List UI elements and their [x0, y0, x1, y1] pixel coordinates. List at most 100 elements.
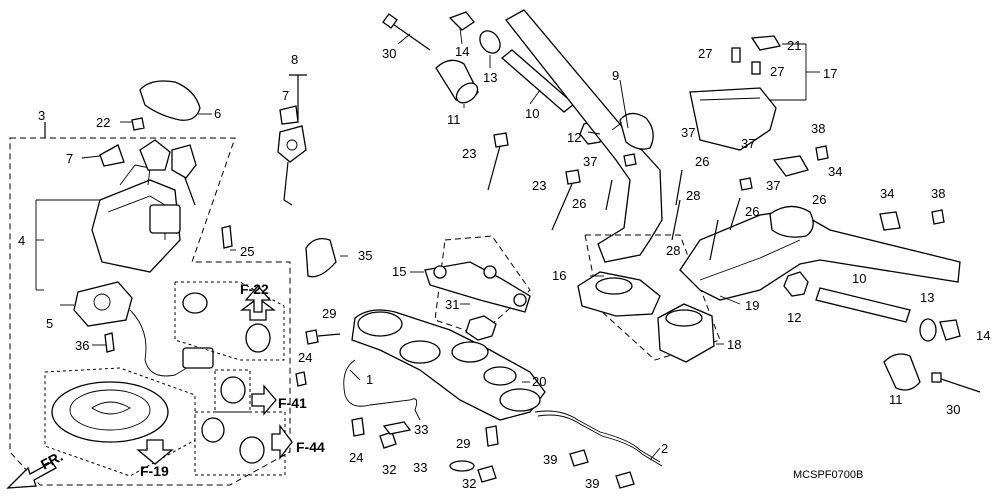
callout-12: 12	[787, 310, 801, 325]
callout-34: 34	[880, 186, 894, 201]
callout-24: 24	[349, 450, 363, 465]
switch-cover	[73, 281, 214, 377]
leader-lines	[35, 27, 820, 461]
callout-26: 26	[745, 204, 759, 219]
callout-10: 10	[525, 106, 539, 121]
bolt-29a	[305, 329, 319, 345]
callout-27: 27	[698, 46, 712, 61]
collar-14b	[939, 319, 961, 341]
bolt-24	[295, 371, 307, 387]
callout-13: 13	[920, 290, 934, 305]
callout-30: 30	[946, 402, 960, 417]
top-bridge	[424, 235, 531, 336]
wire-1	[343, 359, 421, 421]
callout-13: 13	[483, 70, 497, 85]
bolt-25	[221, 225, 233, 249]
callout-2: 2	[661, 441, 668, 456]
handlebar-holders	[577, 234, 721, 363]
callout-23: 23	[462, 146, 476, 161]
collar-14	[448, 11, 475, 31]
nut-32a	[379, 431, 397, 449]
callout-23: 23	[532, 178, 546, 193]
callout-38: 38	[811, 121, 825, 136]
lock-cylinder-box-f44	[194, 411, 293, 476]
f22-arrow	[244, 285, 272, 313]
callout-6: 6	[214, 106, 221, 121]
callout-32: 32	[462, 476, 476, 491]
f19-arrow	[136, 439, 174, 465]
callout-35: 35	[358, 248, 372, 263]
left-handlebar	[505, 9, 663, 263]
right-handlebar	[679, 205, 961, 301]
callout-11: 11	[447, 112, 461, 127]
right-small-parts	[605, 145, 945, 261]
key-cylinder-ring	[139, 80, 201, 121]
callout-37: 37	[741, 136, 755, 151]
callout-28: 28	[666, 243, 680, 258]
callout-22: 22	[96, 115, 110, 130]
clip-39b	[615, 471, 635, 489]
wire-2	[534, 410, 661, 463]
bar-end-bolt-30	[389, 21, 431, 51]
callout-18: 18	[727, 337, 741, 352]
callout-3: 3	[38, 108, 45, 123]
callout-5: 5	[46, 316, 53, 331]
callout-37: 37	[766, 178, 780, 193]
lock-cylinder-box-f22	[174, 281, 285, 361]
callout-26: 26	[572, 196, 586, 211]
callout-24: 24	[298, 350, 312, 365]
bar-end-weight-11b	[883, 353, 921, 391]
callout-14: 14	[976, 328, 990, 343]
upper-holder-left	[689, 35, 782, 151]
reference-labels: F-22 F-41 F-44 F-19 FR. MCSPF0700B	[38, 281, 863, 481]
fuel-cap	[44, 367, 196, 477]
callout-20: 20	[532, 374, 546, 389]
ignition-switch-group	[6, 74, 307, 489]
callout-33: 33	[413, 460, 427, 475]
bar-end-bolt-30b	[937, 377, 981, 393]
callout-26: 26	[812, 192, 826, 207]
bolt-24b	[351, 417, 365, 437]
callout-26: 26	[695, 154, 709, 169]
callout-31: 31	[445, 297, 459, 312]
ref-f41: F-41	[278, 395, 307, 411]
callout-32: 32	[382, 462, 396, 477]
diagram-code: MCSPF0700B	[793, 469, 863, 481]
callout-8: 8	[291, 52, 298, 67]
bolt-29b	[485, 425, 499, 447]
callout-1: 1	[366, 372, 373, 387]
bolts-23	[487, 132, 581, 231]
callout-29: 29	[456, 436, 470, 451]
ignition-switch-body	[91, 164, 181, 273]
ref-f44: F-44	[296, 439, 325, 455]
washer-33a	[382, 421, 412, 435]
callout-37: 37	[681, 125, 695, 140]
callout-17: 17	[823, 66, 837, 81]
callout-labels: 30 14 13 11 10 12 9 27 27 21 17 8 7 3 22…	[18, 38, 990, 491]
right-bar-end-parts	[783, 271, 981, 393]
clamp-35	[305, 237, 337, 278]
callout-28: 28	[686, 188, 700, 203]
callout-27: 27	[770, 64, 784, 79]
bolt-22	[131, 117, 145, 131]
key-assembly-8	[277, 74, 307, 206]
callout-15: 15	[392, 264, 406, 279]
lock-cylinder-box-f41	[214, 369, 277, 416]
clip-39a	[569, 449, 589, 467]
ref-f22: F-22	[240, 281, 269, 297]
callout-7: 7	[66, 151, 73, 166]
screw-36	[104, 332, 115, 353]
callout-14: 14	[455, 44, 469, 59]
callout-29: 29	[322, 306, 336, 321]
callout-39: 39	[585, 476, 599, 491]
inner-weight-10b	[815, 287, 911, 323]
callout-25: 25	[240, 244, 254, 259]
callout-33: 33	[414, 422, 428, 437]
callout-11: 11	[889, 392, 903, 407]
callout-7: 7	[282, 88, 289, 103]
rubber-13	[479, 30, 501, 54]
callout-10: 10	[852, 271, 866, 286]
nut-12b	[783, 271, 809, 297]
front-direction-arrow	[6, 461, 57, 489]
